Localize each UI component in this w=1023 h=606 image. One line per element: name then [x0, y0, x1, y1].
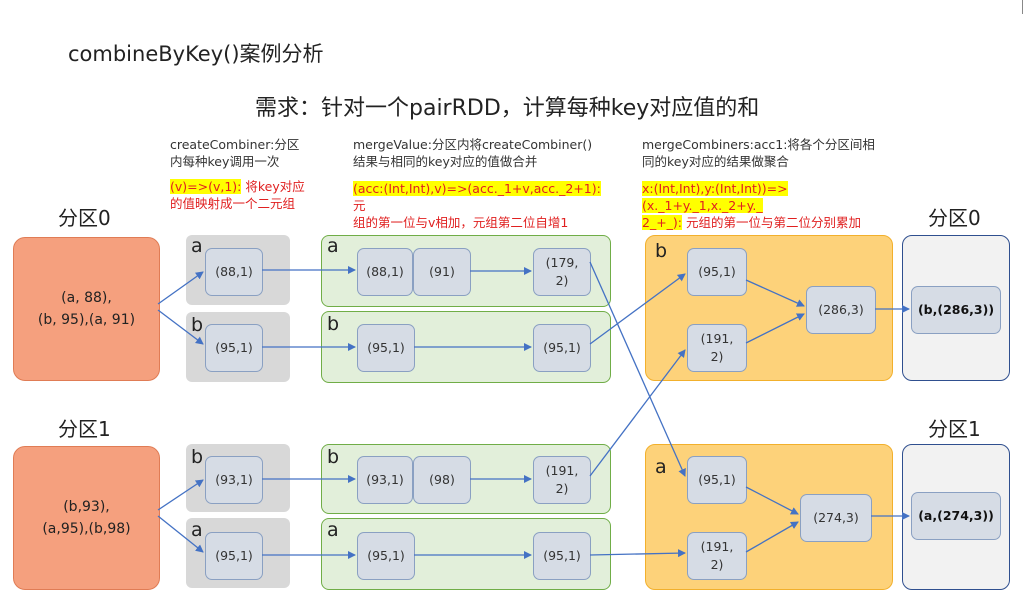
p0-mergevalue-a-key: a	[327, 235, 339, 257]
merge-b-key: b	[655, 240, 668, 262]
p1-combiner-a-node: (95,1)	[205, 532, 263, 580]
p1-combiner-a-key: a	[191, 519, 203, 541]
merge-value-note-b: 组的第一位与v相加，元组第二位自增1	[353, 215, 569, 230]
merge-a-key: a	[655, 456, 667, 478]
p1-combiner-b-key: b	[191, 446, 204, 468]
merge-value-highlight: (acc:(Int,Int),v)=>(acc._1+v,acc._2+1): …	[353, 180, 613, 231]
merge-a-input1: (95,1)	[687, 456, 747, 504]
p0-mergevalue-a-result: (179, 2)	[533, 248, 591, 296]
p1-mergevalue-a-result: (95,1)	[533, 532, 591, 580]
p0-mergevalue-a-value: (91)	[413, 248, 471, 296]
arrow-src1-b	[157, 479, 204, 511]
create-combiner-code: (v)=>(v,1):	[170, 179, 242, 194]
arrow-src0-a	[157, 271, 204, 305]
merge-combiners-code-b: 2_+_):	[642, 215, 683, 230]
arrow-p1-a-to-merge	[589, 549, 686, 558]
partition0-label: 分区0	[58, 206, 111, 230]
create-combiner-highlight: (v)=>(v,1): 将key对应的值映射成一个二元组	[170, 178, 330, 212]
p1-mergevalue-a-key: a	[327, 519, 339, 541]
create-combiner-note-a: 将key对应	[245, 179, 305, 194]
create-combiner-note-b: 的值映射成一个二元组	[170, 196, 296, 211]
p1-mergevalue-b-acc: (93,1)	[357, 456, 413, 504]
p1-mergevalue-a-acc: (95,1)	[357, 532, 415, 580]
arrow-merge-b-in1	[745, 279, 805, 307]
merge-b-input1: (95,1)	[687, 248, 747, 296]
arrow-merge-a-in1	[745, 486, 799, 515]
arrow-src0-b	[157, 309, 204, 345]
arrow-src1-a	[157, 515, 204, 553]
arrow-p0-b-to-merge	[589, 273, 686, 345]
result1-node: (a,(274,3))	[911, 492, 1001, 540]
merge-a-input2: (191, 2)	[687, 532, 747, 580]
merge-combiners-note: 元组的第一位与第二位分别累加	[686, 215, 862, 230]
result1-label: 分区1	[928, 417, 981, 441]
result0-label: 分区0	[928, 206, 981, 230]
arrow-p0-a-to-merge	[589, 261, 686, 477]
p0-mergevalue-b-key: b	[327, 313, 340, 335]
merge-combiners-highlight: x:(Int,Int),y:(Int,Int))=>(x._1+y._1,x._…	[642, 180, 902, 231]
p0-combiner-b-node: (95,1)	[205, 324, 263, 372]
create-combiner-desc: createCombiner:分区 内每种key调用一次	[170, 137, 300, 169]
page-subtitle: 需求：针对一个pairRDD，计算每种key对应值的和	[255, 96, 760, 121]
merge-combiners-desc: mergeCombiners:acc1:将各个分区间相 同的key对应的结果做聚…	[642, 137, 875, 169]
p1-mergevalue-b-key: b	[327, 446, 340, 468]
arrow-merge-b-in2	[745, 313, 805, 344]
merge-value-code: (acc:(Int,Int),v)=>(acc._1+v,acc._2+1):	[353, 181, 601, 196]
merge-b-input2: (191, 2)	[687, 324, 747, 372]
p0-combiner-a-node: (88,1)	[205, 248, 263, 296]
p1-combiner-b-node: (93,1)	[205, 456, 263, 504]
p0-mergevalue-a-acc: (88,1)	[357, 248, 413, 296]
page-title: combineByKey()案例分析	[68, 42, 324, 66]
partition0-source: (a, 88), (b, 95),(a, 91)	[13, 237, 160, 381]
p0-mergevalue-b-result: (95,1)	[533, 324, 591, 372]
arrow-merge-a-in2	[745, 521, 799, 553]
p0-combiner-b-key: b	[191, 314, 204, 336]
merge-value-desc: mergeValue:分区内将createCombiner() 结果与相同的ke…	[353, 137, 593, 169]
merge-value-note-a: 元	[353, 198, 366, 213]
arrow-p1-b-to-merge	[589, 349, 686, 477]
merge-b-output: (286,3)	[806, 286, 876, 334]
p1-mergevalue-b-value: (98)	[413, 456, 471, 504]
p1-mergevalue-b-result: (191, 2)	[533, 456, 591, 504]
partition1-source: (b,93), (a,95),(b,98)	[13, 446, 160, 590]
result0-node: (b,(286,3))	[911, 286, 1001, 334]
merge-a-output: (274,3)	[800, 494, 872, 542]
p0-combiner-a-key: a	[191, 235, 203, 257]
partition1-label: 分区1	[58, 417, 111, 441]
p0-mergevalue-b-acc: (95,1)	[357, 324, 415, 372]
